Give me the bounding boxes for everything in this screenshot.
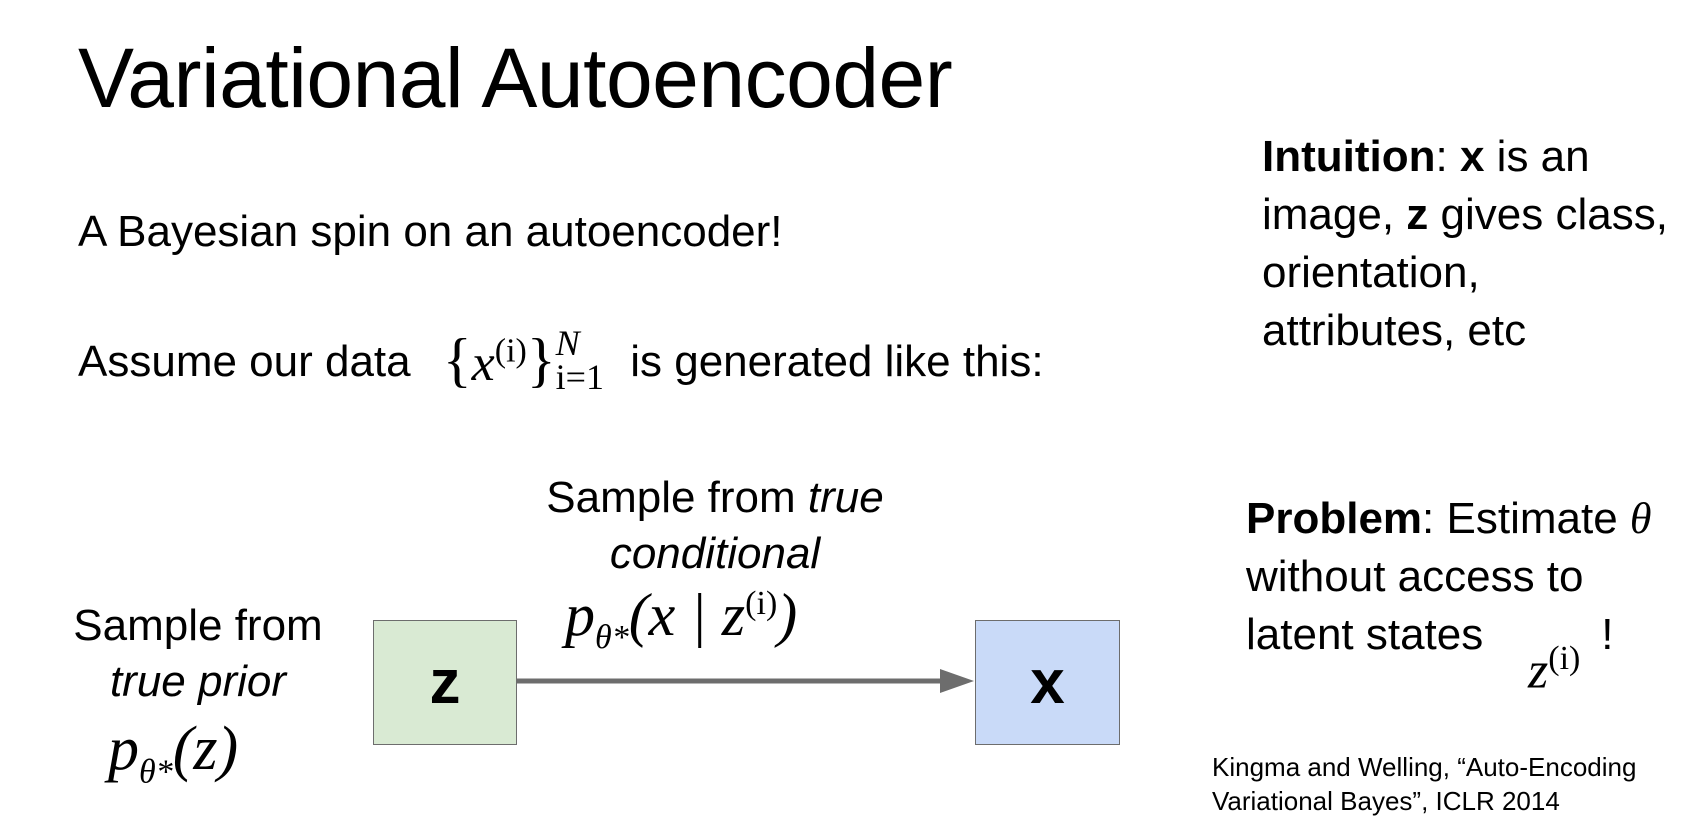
intuition-text-2: is an image, xyxy=(1262,132,1590,239)
conditional-label-plain: Sample from xyxy=(546,473,808,522)
observed-x-label: x xyxy=(1030,648,1065,717)
conditional-label-italic-2: conditional xyxy=(609,529,821,578)
intuition-x: x xyxy=(1459,132,1485,181)
prior-formula: pθ*(z) xyxy=(108,718,238,789)
intuition-text-1: : xyxy=(1435,132,1460,181)
intuition-z: z xyxy=(1406,190,1429,239)
conditional-label: Sample from true conditional xyxy=(520,470,910,582)
generation-arrow-head xyxy=(940,669,974,693)
intuition-label: Intuition xyxy=(1262,132,1436,181)
conditional-formula-sup: (i) xyxy=(745,585,778,622)
prior-label-italic: true prior xyxy=(109,657,287,706)
prior-formula-arg: (z) xyxy=(172,715,239,783)
conditional-formula: pθ*(x | z(i)) xyxy=(565,585,797,655)
intuition-text-3: gives class, orientation, attributes, et… xyxy=(1262,190,1668,355)
dataset-formula-lower: i=1 xyxy=(555,357,604,398)
conditional-formula-p: p xyxy=(565,582,595,648)
conditional-formula-sub: θ* xyxy=(595,619,629,656)
conditional-formula-close: ) xyxy=(777,582,798,648)
citation: Kingma and Welling, “Auto-Encoding Varia… xyxy=(1212,752,1637,816)
dataset-formula-base: x xyxy=(471,335,495,392)
latent-z-box: z xyxy=(373,620,517,745)
latent-state-base: z xyxy=(1528,642,1549,700)
prior-formula-sub: θ* xyxy=(139,753,173,791)
problem-note: Problem: Estimate θ without access to la… xyxy=(1246,490,1676,664)
conditional-formula-arg: (x | z xyxy=(628,582,746,648)
latent-z-label: z xyxy=(429,648,461,717)
problem-text-2: without access to latent states xyxy=(1246,552,1584,659)
dataset-formula-sup: (i) xyxy=(494,332,527,370)
observed-x-box: x xyxy=(975,620,1120,745)
assumption-text-before: Assume our data xyxy=(78,337,411,386)
latent-state-sup: (i) xyxy=(1548,640,1581,677)
prior-formula-p: p xyxy=(108,715,139,783)
prior-label: Sample from true prior xyxy=(58,598,338,710)
latent-state-formula: z(i) xyxy=(1528,640,1580,700)
problem-theta: θ xyxy=(1629,494,1652,543)
generation-arrow xyxy=(516,669,974,693)
prior-label-plain: Sample from xyxy=(73,601,323,650)
intuition-note: Intuition: x is an image, z gives class,… xyxy=(1262,128,1672,360)
page-title: Variational Autoencoder xyxy=(78,31,953,125)
problem-text-1: : Estimate xyxy=(1422,494,1630,543)
problem-exclamation: ! xyxy=(1601,610,1614,659)
problem-label: Problem xyxy=(1246,494,1423,543)
assumption-text-after: is generated like this: xyxy=(630,337,1044,386)
subtitle-line: A Bayesian spin on an autoencoder! xyxy=(78,207,783,256)
conditional-label-italic-1: true xyxy=(807,473,884,522)
dataset-formula-upper: N xyxy=(555,322,580,363)
